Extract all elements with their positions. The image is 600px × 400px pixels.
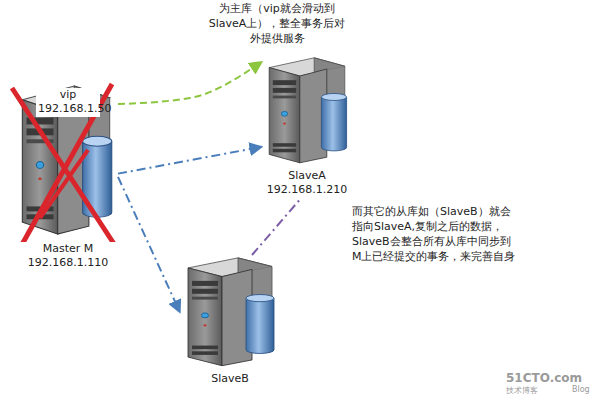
replication-arrow	[118, 62, 262, 104]
cross-stroke	[40, 150, 88, 218]
watermark: Blog	[572, 386, 596, 395]
server-icon	[262, 55, 352, 167]
server-graphic	[188, 258, 274, 366]
server-label: SlaveB	[180, 372, 280, 386]
server-node: SlaveB	[180, 255, 280, 388]
watermark: 技术博客	[506, 387, 556, 396]
vip-label: vip 192.168.1.50	[36, 88, 100, 117]
server-graphic	[269, 58, 346, 163]
server-label: Master M 192.168.1.110	[14, 242, 122, 271]
replication-arrow	[118, 147, 262, 174]
server-graphic	[22, 86, 111, 234]
watermark: 51CTO.com	[506, 372, 596, 385]
annotation-note: 为主库（vip就会滑动到SlaveA上），整全事务后对外提供服务	[206, 2, 348, 47]
cross-stroke	[12, 88, 118, 250]
server-node: SlaveA 192.168.1.210	[262, 55, 352, 200]
server-icon	[180, 255, 280, 370]
replication-arrow	[118, 177, 180, 313]
server-node: vip 192.168.1.50Master M 192.168.1.110	[14, 82, 118, 273]
server-label: SlaveA 192.168.1.210	[262, 169, 352, 198]
cross-stroke	[20, 84, 112, 248]
annotation-note: 而其它的从库如（SlaveB）就会指向SlaveA,复制之后的数据，SlaveB…	[352, 205, 520, 264]
replication-arrow	[252, 200, 300, 255]
